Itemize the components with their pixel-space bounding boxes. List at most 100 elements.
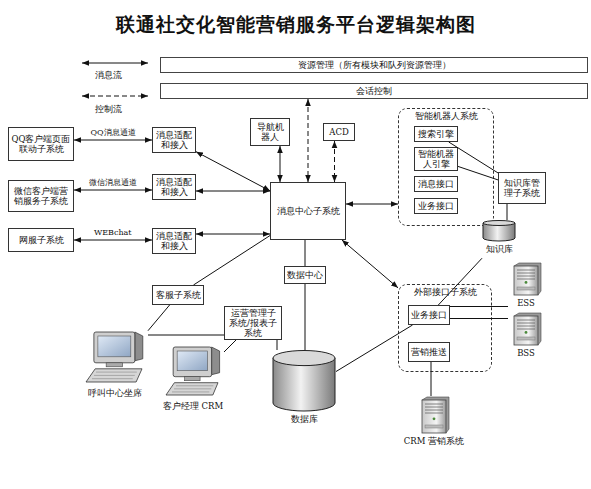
group-heading: 智能机器人系统: [399, 111, 493, 121]
message-flow-connector: [342, 240, 398, 288]
process-box: 业务接口: [408, 305, 450, 325]
group-heading: 外部接口子系统: [399, 287, 491, 297]
process-box: 导航机器人: [250, 118, 290, 146]
message-flow-connector: [148, 335, 224, 336]
process-box: 知识库管理子系统: [498, 172, 546, 204]
node-label: 客户经理 CRM: [152, 401, 234, 411]
node-label: 导航机器人: [251, 122, 289, 142]
message-flow-connector: [450, 306, 508, 307]
node-label: 消息适配和接入: [153, 130, 195, 150]
node-label: 微信客户端营销服务子系统: [9, 186, 73, 206]
edge-label: WEBchat: [94, 229, 132, 237]
message-flow-connector: [148, 305, 170, 331]
process-box: 业务接口: [414, 198, 458, 214]
process-box: 消息中心子系统: [270, 182, 346, 240]
workstation-node: 呼叫中心坐席: [82, 330, 148, 410]
node-label: 消息接口: [416, 179, 456, 189]
workstation-icon: [162, 345, 224, 399]
node-label: BSS: [498, 348, 554, 358]
control-flow-connector: [308, 99, 309, 182]
message-flow-connector: [280, 146, 281, 182]
cylinder-icon: [482, 220, 516, 242]
process-box: 数据中心: [284, 266, 326, 284]
process-box: 网服子系统: [8, 228, 74, 252]
process-box: ACD: [323, 123, 355, 141]
node-label: 会话控制: [354, 86, 394, 96]
node-label: QQ客户端页面联动子系统: [9, 134, 73, 154]
node-label: ESS: [498, 298, 554, 308]
message-flow-connector: [305, 240, 306, 266]
message-flow-connector: [507, 204, 508, 220]
message-flow-connector: [346, 204, 398, 205]
process-box: 消息接口: [414, 176, 458, 192]
database-cylinder: 数据库: [272, 350, 336, 432]
node-label: 资源管理（所有模块和队列资源管理）: [296, 60, 453, 70]
server-node: ESS: [508, 262, 544, 308]
process-box: 消息适配和接入: [152, 127, 196, 153]
message-flow-connector: [196, 152, 270, 191]
edge-label: QQ消息通道: [91, 129, 136, 137]
message-flow-connector: [458, 166, 498, 179]
node-label: 知识库管理子系统: [499, 178, 545, 198]
node-label: 运营管理子系统/报表子系统: [225, 308, 281, 339]
server-icon: [508, 262, 544, 296]
cylinder-icon: [272, 350, 336, 412]
message-flow-connector: [277, 340, 278, 350]
process-box: 营销推送: [408, 342, 450, 362]
process-box: 微信客户端营销服务子系统: [8, 180, 74, 212]
node-label: 营销推送: [409, 347, 449, 357]
message-flow-connector: [450, 318, 508, 319]
diagram-title: 联通社交化智能营销服务平台逻辑架构图: [0, 12, 591, 38]
node-label: 数据中心: [285, 270, 325, 280]
server-node: CRM 营销系统: [412, 396, 456, 462]
control-band: 会话控制: [160, 83, 588, 99]
node-label: 数据库: [262, 414, 346, 424]
message-flow-connector: [305, 284, 306, 350]
message-flow-connector: [449, 142, 498, 173]
legend-line-solid: [82, 63, 148, 64]
server-icon: [508, 312, 544, 346]
node-label: 搜索引擎: [416, 129, 456, 139]
message-flow-connector: [74, 140, 152, 141]
message-flow-connector: [336, 325, 413, 372]
process-box: 搜索引擎: [414, 126, 458, 142]
control-flow-connector: [334, 141, 335, 182]
node-label: 呼叫中心坐席: [72, 388, 158, 398]
message-flow-connector: [196, 234, 270, 235]
process-box: QQ客户端页面联动子系统: [8, 127, 74, 161]
message-flow-connector: [196, 191, 270, 192]
node-label: 业务接口: [409, 310, 449, 320]
workstation-node: 客户经理 CRM: [162, 345, 224, 421]
process-box: 消息适配和接入: [152, 174, 196, 200]
node-label: 智能机器人引擎: [415, 149, 457, 169]
node-label: 知识库: [472, 244, 526, 254]
node-label: 网服子系统: [17, 235, 66, 245]
control-band: 资源管理（所有模块和队列资源管理）: [160, 57, 588, 73]
message-flow-connector: [74, 190, 152, 191]
subsystem-group: 智能机器人系统搜索引擎智能机器人引擎消息接口业务接口: [398, 108, 494, 226]
edge-label: 微信消息通道: [89, 179, 137, 187]
workstation-icon: [82, 330, 148, 386]
process-box: 运营管理子系统/报表子系统: [224, 306, 282, 340]
legend-text: 控制流: [95, 105, 122, 114]
node-label: CRM 营销系统: [402, 436, 466, 446]
message-flow-connector: [74, 240, 152, 241]
node-label: 业务接口: [416, 201, 456, 211]
node-label: 客服子系统: [154, 290, 203, 300]
node-label: 消息适配和接入: [153, 231, 195, 251]
process-box: 客服子系统: [152, 285, 204, 305]
message-flow-connector: [431, 362, 432, 396]
database-cylinder: 知识库: [482, 220, 516, 260]
node-label: 消息中心子系统: [275, 206, 342, 216]
message-flow-connector: [193, 236, 270, 285]
message-flow-connector: [438, 258, 482, 305]
legend-text: 消息流: [95, 71, 122, 80]
node-label: 消息适配和接入: [153, 177, 195, 197]
legend-line-dashed: [82, 96, 148, 97]
subsystem-group: 外部接口子系统业务接口营销推送: [398, 284, 492, 372]
message-flow-connector: [224, 340, 236, 352]
server-icon: [412, 396, 456, 434]
process-box: 智能机器人引擎: [414, 147, 458, 171]
server-node: BSS: [508, 312, 544, 358]
